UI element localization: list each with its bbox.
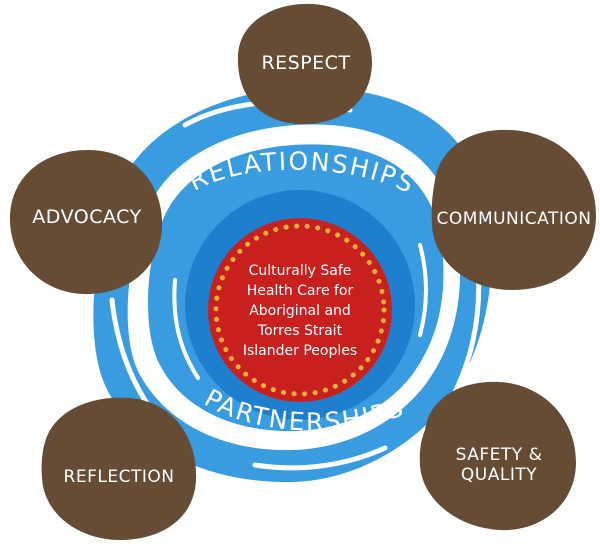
label-reflection: REFLECTION <box>63 467 175 488</box>
center-red-circle <box>208 218 392 402</box>
blob-communication <box>431 129 596 290</box>
swirl-stroke-bottom <box>252 445 388 471</box>
label-respect: RESPECT <box>261 52 351 75</box>
blob-advocacy <box>9 150 163 295</box>
label-safety-quality: SAFETY & QUALITY <box>455 445 543 485</box>
center-dotted-border <box>213 223 387 397</box>
blob-respect <box>237 3 372 125</box>
blob-reflection <box>41 397 197 540</box>
center-statement: Culturally Safe Health Care for Aborigin… <box>242 263 358 359</box>
swirl-stroke-inner-left <box>172 278 200 380</box>
blob-safety <box>419 381 576 531</box>
swirl-stroke-inner-right <box>418 243 428 337</box>
label-communication: COMMUNICATION <box>436 209 592 230</box>
label-advocacy: ADVOCACY <box>32 206 142 229</box>
